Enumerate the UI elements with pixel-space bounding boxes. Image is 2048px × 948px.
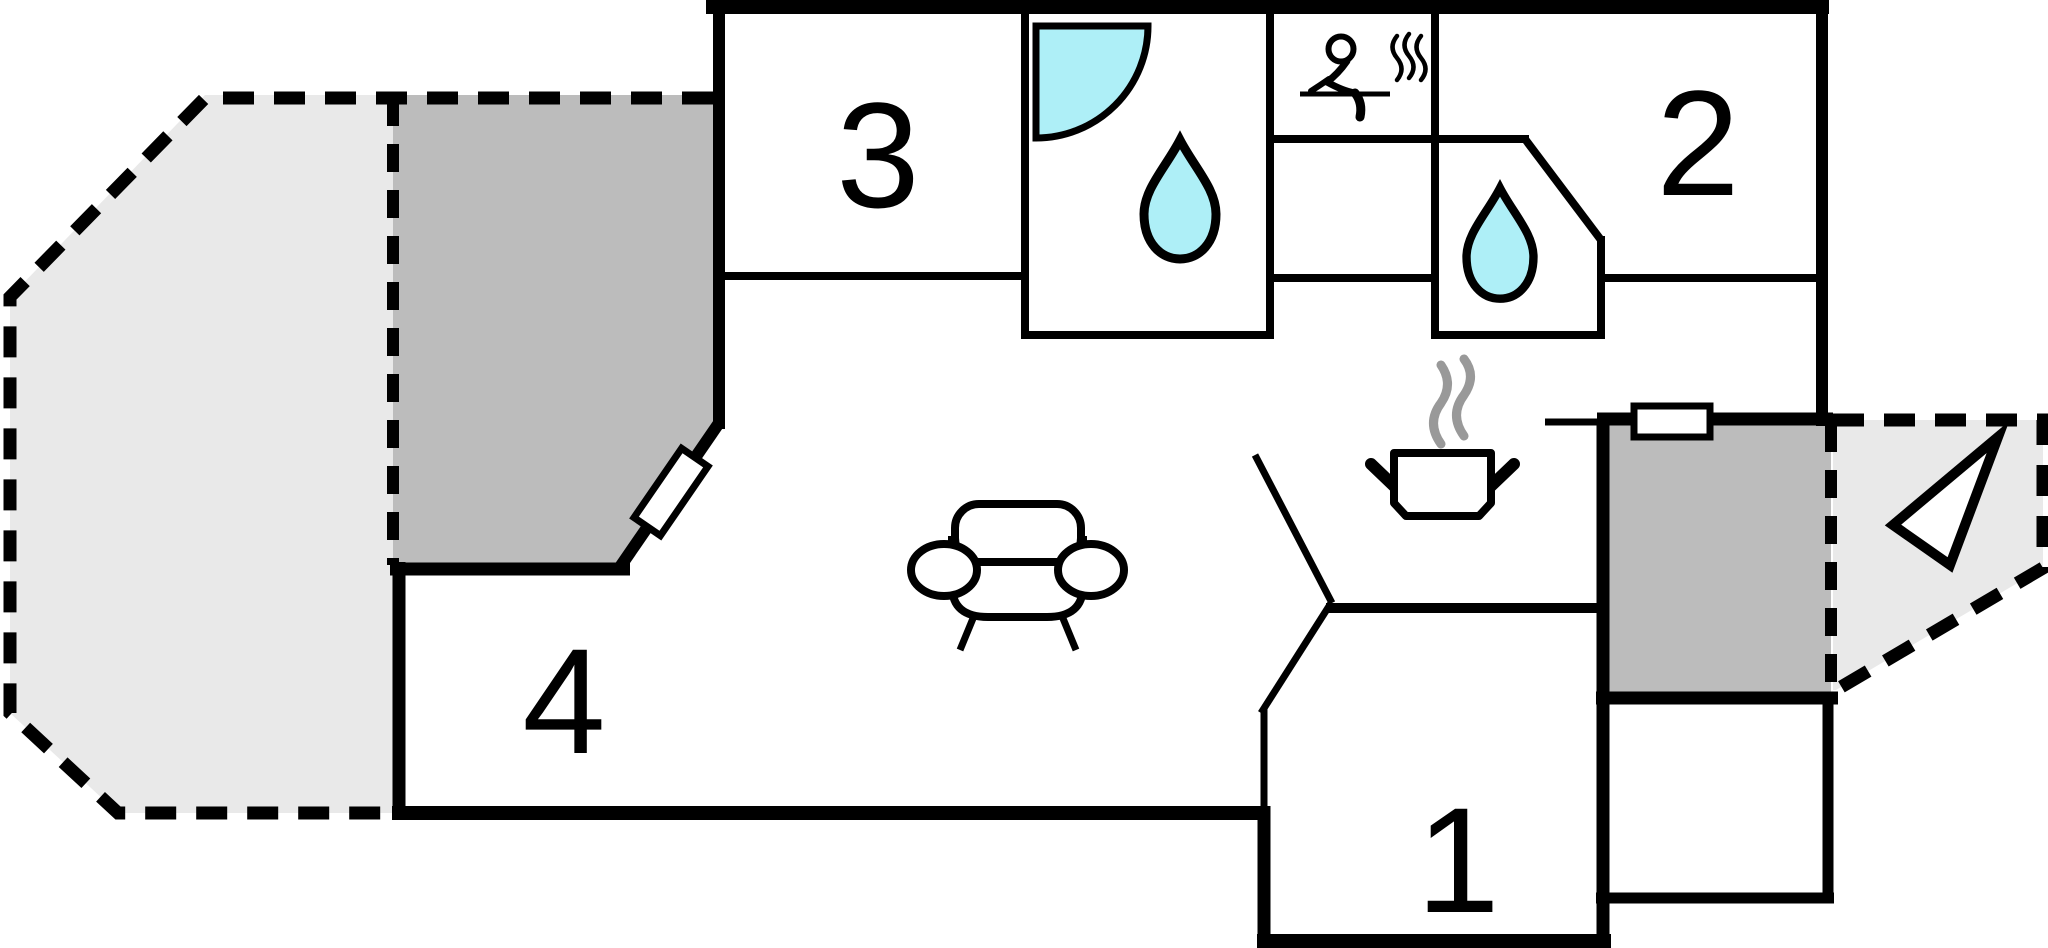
terrace-dashed-border — [3, 91, 2048, 820]
room-3-label: 3 — [836, 71, 919, 239]
room-2-label: 2 — [1656, 59, 1739, 227]
shower-quarter-circle-icon — [1032, 22, 1152, 142]
water-drop-icon-bathroom — [1139, 130, 1221, 264]
direction-arrow-icon — [1884, 420, 2010, 573]
entrance-porch — [1603, 419, 1831, 700]
terrace-divider-dashed — [387, 98, 1837, 692]
terrace-door — [629, 443, 713, 541]
room-1-label: 1 — [1416, 776, 1499, 944]
wall-kitchen-diagonal — [1251, 453, 1336, 605]
entrance-door — [1630, 402, 1714, 441]
storage-room-area — [1597, 692, 1834, 903]
wall-room1-chamfer — [1258, 601, 1334, 715]
stove-pot-steam-icon — [1365, 354, 1520, 520]
water-drop-icon-wc — [1462, 178, 1538, 303]
wall-wc-diagonal — [1521, 136, 1605, 243]
terrace-left — [10, 95, 719, 813]
covered-terrace-left — [393, 95, 719, 566]
sauna-person-steam-icon — [1300, 31, 1428, 122]
walls — [390, 0, 1838, 948]
sofa-icon — [907, 500, 1128, 652]
room-4-label: 4 — [522, 617, 605, 785]
